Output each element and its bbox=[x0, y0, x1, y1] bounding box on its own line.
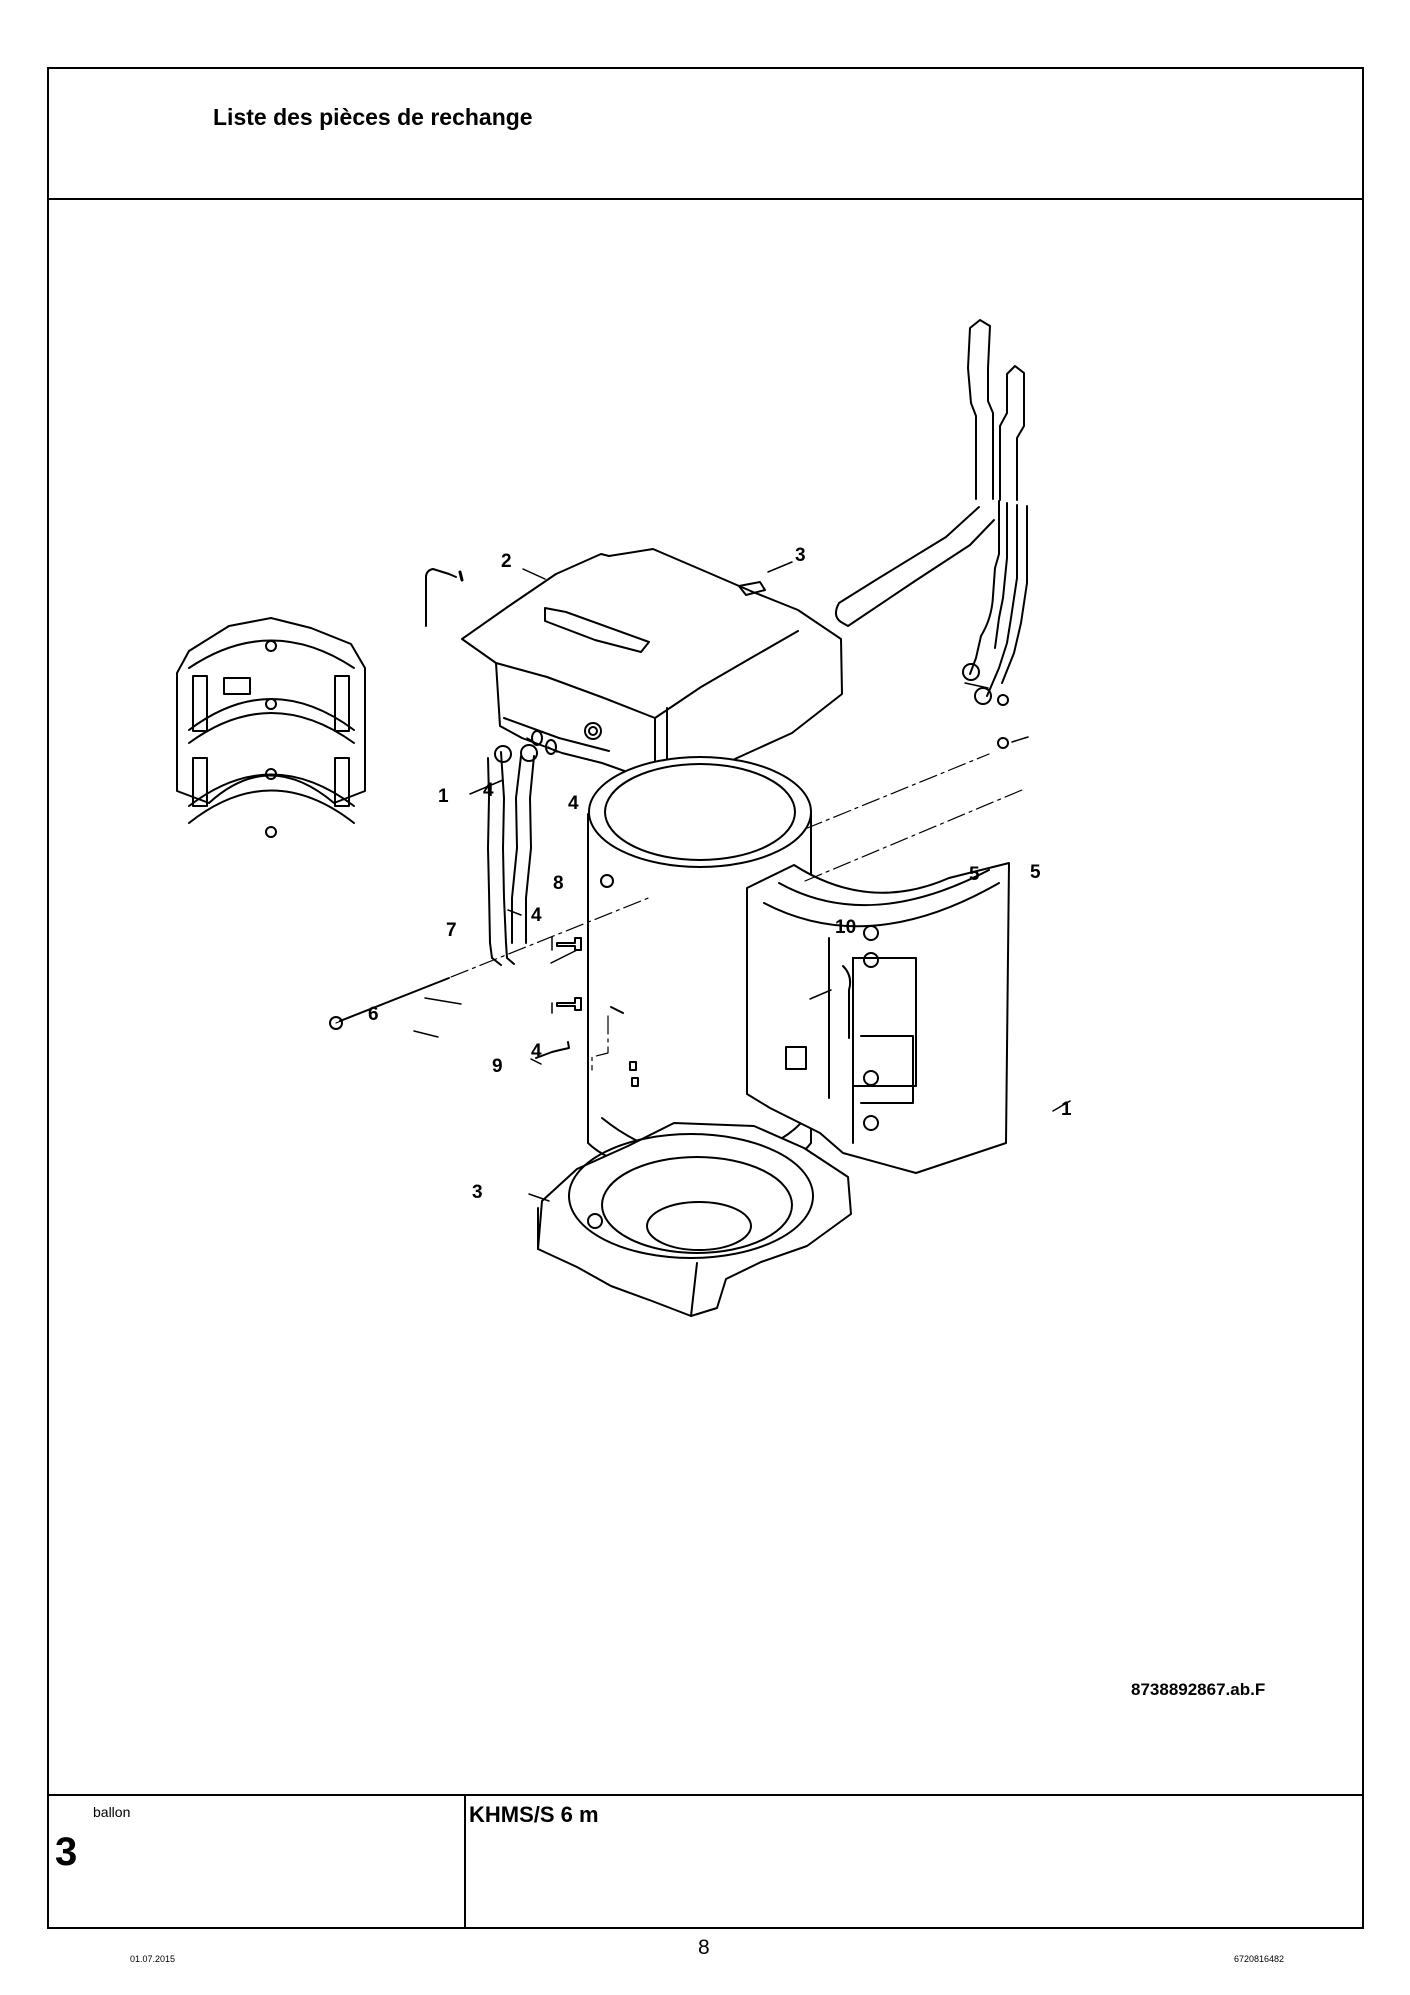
seals-4 bbox=[531, 730, 557, 755]
callout-4-middle: 4 bbox=[531, 905, 542, 926]
title-block: ballon 3 KHMS/S 6 m bbox=[49, 1794, 1362, 1927]
callout-1-right: 1 bbox=[1061, 1099, 1072, 1120]
callout-3-top: 3 bbox=[795, 545, 806, 566]
tank-fittings bbox=[556, 937, 582, 1011]
callout-2: 2 bbox=[501, 551, 512, 572]
exploded-drawing-area: 2 3 4 4 4 4 5 5 6 7 8 10 1 1 9 3 8738892… bbox=[49, 198, 1362, 1794]
insulation-shell-left bbox=[176, 617, 366, 838]
drawing-reference: 8738892867.ab.F bbox=[1131, 1680, 1266, 1699]
section-label: ballon bbox=[93, 1804, 131, 1820]
page-number: 8 bbox=[698, 1936, 710, 1959]
top-housing bbox=[461, 548, 843, 786]
connection-pipes bbox=[835, 319, 1028, 705]
page-frame: Liste des pièces de rechange bbox=[47, 67, 1364, 1929]
temperature-sensor bbox=[535, 1041, 570, 1059]
callout-5-upper: 5 bbox=[969, 864, 980, 885]
document-number: 6720816482 bbox=[1234, 1954, 1285, 1964]
page-title: Liste des pièces de rechange bbox=[213, 104, 533, 130]
exploded-parts-drawing: 2 3 4 4 4 4 5 5 6 7 8 10 1 1 9 3 bbox=[176, 319, 1072, 1317]
anode-rod bbox=[329, 977, 450, 1030]
page-date: 01.07.2015 bbox=[130, 1954, 176, 1964]
callout-8: 8 bbox=[553, 873, 564, 894]
page-header: Liste des pièces de rechange bbox=[49, 69, 1362, 200]
callout-labels: 2 3 4 4 4 4 5 5 6 7 8 10 1 1 9 3 bbox=[368, 545, 1072, 1203]
base-housing bbox=[537, 1122, 852, 1317]
callout-4-upper-right: 4 bbox=[568, 793, 579, 814]
callout-7: 7 bbox=[446, 920, 457, 941]
callout-3-bottom: 3 bbox=[472, 1182, 483, 1203]
callout-10: 10 bbox=[835, 917, 856, 938]
o-rings-5 bbox=[997, 694, 1009, 749]
leader-lines bbox=[413, 561, 1071, 1202]
section-cell: ballon 3 bbox=[49, 1796, 466, 1927]
assembly-lines bbox=[335, 753, 1023, 1071]
callout-6: 6 bbox=[368, 1004, 379, 1025]
insulation-shell-right bbox=[746, 862, 1010, 1174]
callout-5-lower: 5 bbox=[1030, 862, 1041, 883]
section-number: 3 bbox=[55, 1830, 78, 1874]
callout-9: 9 bbox=[492, 1056, 503, 1077]
model-name: KHMS/S 6 m bbox=[469, 1802, 599, 1827]
callout-1-left: 1 bbox=[438, 786, 449, 807]
sensor-wire bbox=[425, 568, 464, 627]
hoses bbox=[487, 744, 538, 966]
callout-4-upper-left: 4 bbox=[483, 780, 494, 801]
callout-4-lower: 4 bbox=[531, 1041, 542, 1062]
